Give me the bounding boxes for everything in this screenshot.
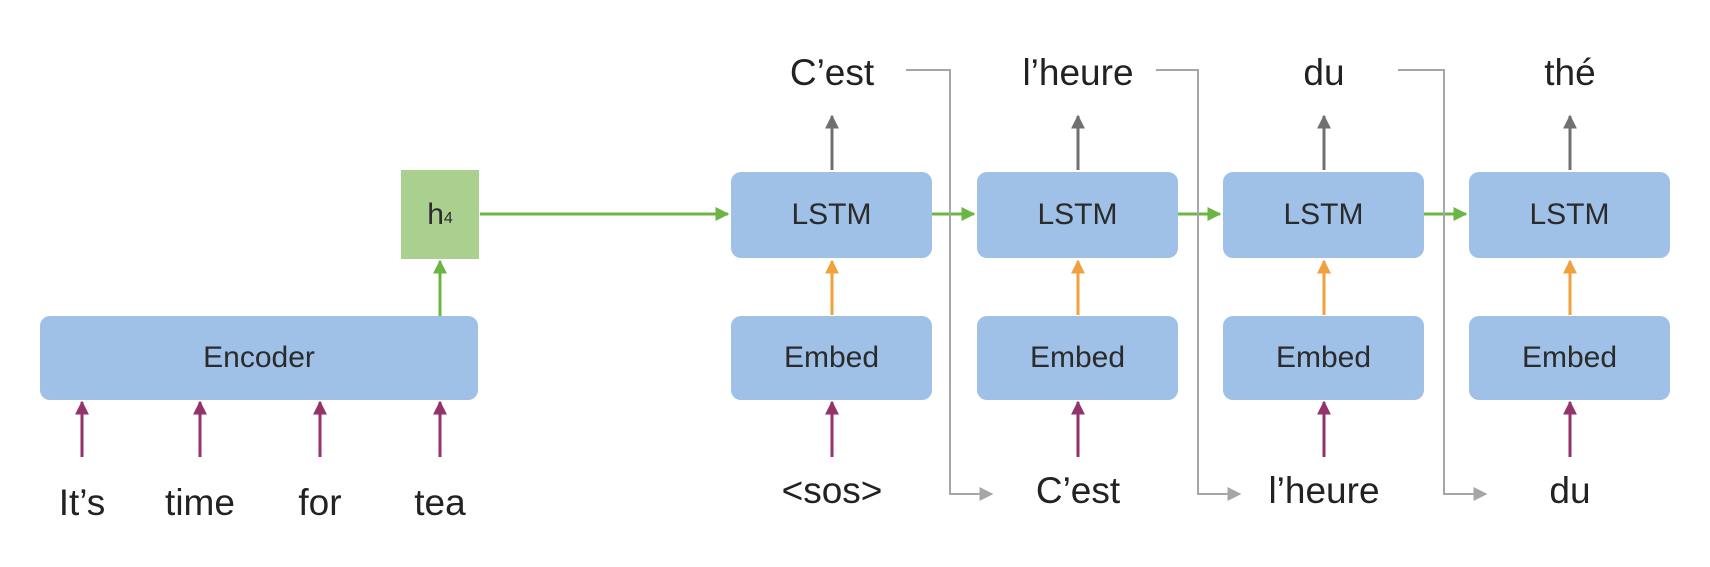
lstm-box: LSTM	[1223, 172, 1424, 258]
decoder-output-word: C’est	[789, 52, 875, 93]
decoder-output-word: thé	[1544, 52, 1596, 93]
embed-box: Embed	[731, 316, 932, 400]
lstm-box: LSTM	[977, 172, 1178, 258]
hidden-state-label: h	[427, 197, 444, 231]
lstm-to-output-arrows	[825, 114, 1577, 170]
decoder-input-arrows	[825, 400, 1577, 457]
encoder-input-arrows	[75, 400, 447, 457]
decoder-input-word: C’est	[1035, 470, 1121, 511]
embed-box: Embed	[1223, 316, 1424, 400]
decoder-input-word: du	[1549, 470, 1591, 511]
lstm-box: LSTM	[1469, 172, 1670, 258]
feedback-line	[1156, 69, 1242, 501]
decoder-input-word: l’heure	[1268, 470, 1380, 511]
decoder-input-word: <sos>	[781, 470, 883, 511]
feedback-line	[1398, 69, 1488, 501]
embed-to-lstm-arrows	[825, 259, 1577, 315]
feedback-line	[906, 69, 994, 501]
embed-box: Embed	[1469, 316, 1670, 400]
embed-box: Embed	[977, 316, 1178, 400]
encoder-box: Encoder	[40, 316, 478, 400]
hidden-state-subscript: 4	[443, 209, 453, 227]
encoder-input-word: time	[165, 482, 235, 523]
decoder-output-word: l’heure	[1022, 52, 1134, 93]
feedback-connectors	[906, 69, 1488, 501]
decoder-output-word: du	[1303, 52, 1345, 93]
encoder-input-word: It’s	[58, 482, 106, 523]
encoder-input-word: tea	[414, 482, 466, 523]
encoder-input-word: for	[298, 482, 342, 523]
lstm-box: LSTM	[731, 172, 932, 258]
